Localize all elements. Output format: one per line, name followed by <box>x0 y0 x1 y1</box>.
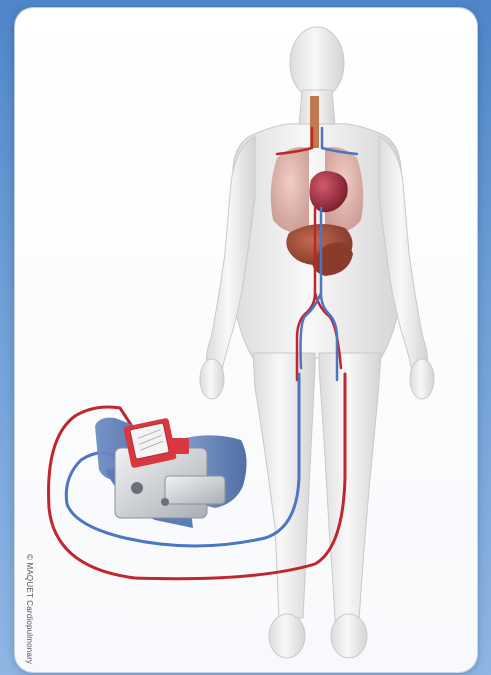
ecmo-pump-device <box>95 418 247 528</box>
image-card: © MAQUET Cardiopulmonary <box>15 8 477 672</box>
illustration <box>15 8 477 672</box>
copyright-text: © MAQUET Cardiopulmonary <box>25 554 34 664</box>
